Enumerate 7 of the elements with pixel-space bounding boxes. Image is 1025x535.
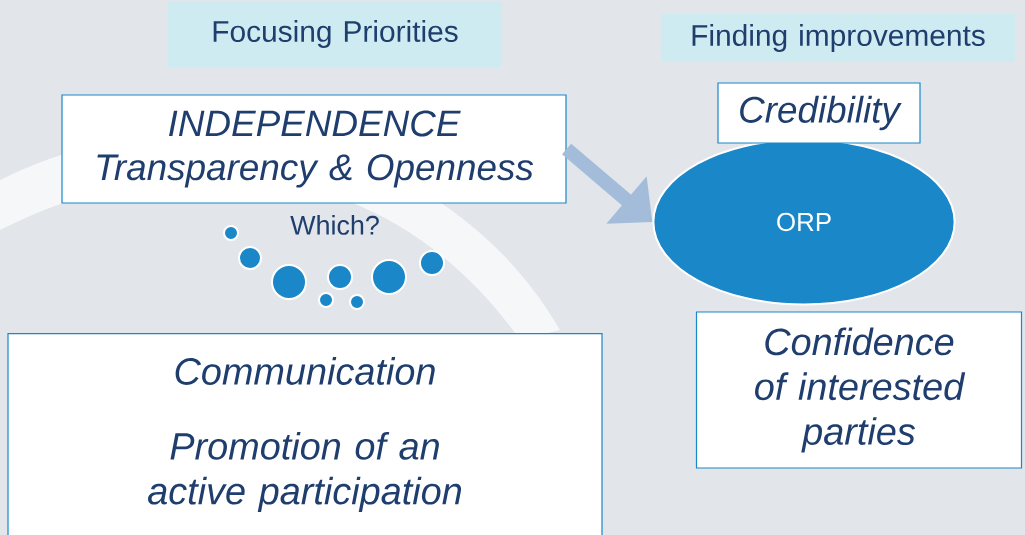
caption-text: Which?	[290, 215, 379, 235]
heading-box: Finding improvements	[661, 14, 1015, 62]
text-box: Confidence of interested parties	[695, 311, 1023, 469]
text-box: Communication Promotion of an active participation	[7, 333, 603, 535]
text-box: INDEPENDENCE Transparency & Openness	[61, 94, 567, 204]
text-box: Credibility	[717, 82, 921, 144]
heading-box: Focusing Priorities	[168, 1, 502, 67]
